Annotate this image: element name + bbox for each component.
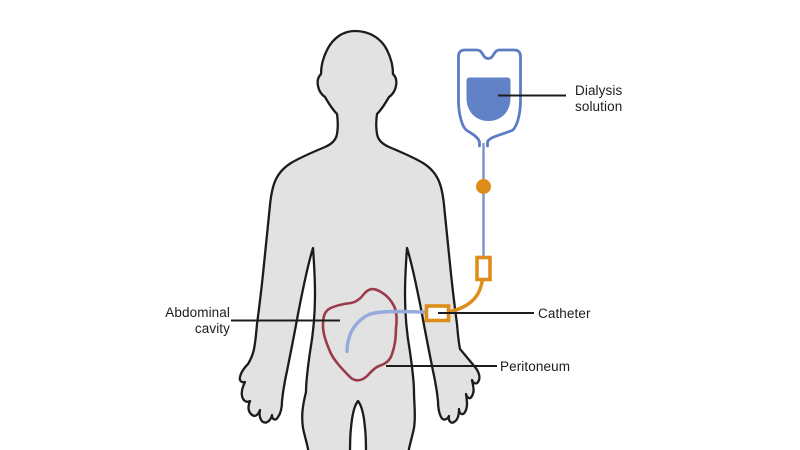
iv-bag-outline xyxy=(457,48,522,148)
roller-clamp-dot xyxy=(476,179,491,194)
catheter-tube xyxy=(345,309,443,354)
peritoneum-label: Peritoneum xyxy=(500,359,571,374)
tube-connector xyxy=(475,255,492,282)
solution-fill xyxy=(466,77,511,121)
catheter-label: Catheter xyxy=(538,306,591,321)
dialysis-solution-label: Dialysis solution xyxy=(575,83,623,114)
peritoneum-outline xyxy=(321,287,398,382)
abdominal-cavity-label: Abdominal cavity xyxy=(165,305,230,336)
body-silhouette xyxy=(238,29,481,450)
